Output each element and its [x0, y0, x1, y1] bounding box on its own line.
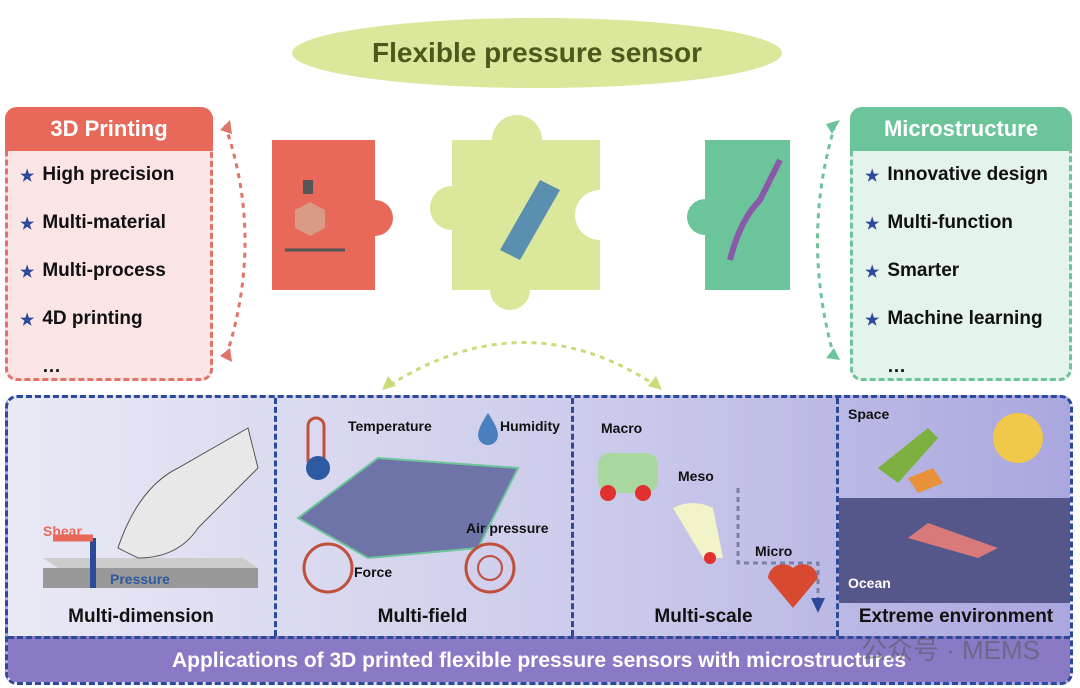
list-item: ★High precision [20, 164, 175, 185]
pressure-label: Pressure [110, 571, 170, 587]
list-item: ★Multi-process [20, 260, 166, 281]
caption-multi-field: Multi-field [377, 606, 468, 627]
humidity-label: Humidity [500, 418, 560, 434]
air-pressure-label: Air pressure [466, 520, 549, 536]
list-more: … [887, 356, 906, 377]
list-item: ★Innovative design [865, 164, 1048, 185]
dashed-arrow-left [223, 124, 247, 361]
list-item: ★Multi-material [20, 212, 166, 233]
ocean-label: Ocean [848, 575, 891, 591]
puzzle-piece-microstructure [687, 140, 790, 290]
title-text: Flexible pressure sensor [372, 37, 702, 68]
microstructure-header: Microstructure [850, 107, 1072, 151]
star-icon: ★ [20, 312, 35, 329]
caption-multi-dimension: Multi-dimension [68, 606, 214, 627]
list-item: ★Machine learning [865, 308, 1043, 329]
multi-scale-illustration [598, 453, 825, 613]
multi-field-illustration [296, 413, 520, 594]
finger-pressing-illustration [43, 427, 259, 588]
applications-illustrations [43, 413, 1070, 613]
list-item: ★Smarter [865, 260, 960, 281]
microstructure-box: Microstructure ★Innovative design ★Multi… [850, 107, 1072, 381]
dashed-arrow-right [816, 124, 837, 361]
puzzle-piece-sensor [430, 115, 600, 310]
star-icon: ★ [20, 264, 35, 281]
micro-label: Micro [755, 543, 793, 559]
watermark: 公众号 · MEMS [860, 635, 1040, 665]
star-icon: ★ [865, 216, 880, 233]
temperature-label: Temperature [348, 418, 432, 434]
list-item: ★4D printing [20, 308, 143, 329]
star-icon: ★ [865, 312, 880, 329]
list-item: ★Multi-function [865, 212, 1013, 233]
puzzle-illustration [220, 115, 840, 390]
dashed-arrow-bottom [389, 341, 656, 387]
star-icon: ★ [865, 264, 880, 281]
extreme-environment-illustration [839, 413, 1070, 603]
space-label: Space [848, 406, 890, 422]
star-icon: ★ [20, 168, 35, 185]
3d-printing-box: 3D Printing ★High precision ★Multi-mater… [5, 107, 213, 381]
star-icon: ★ [20, 216, 35, 233]
force-label: Force [354, 564, 393, 580]
shear-label: Shear [43, 523, 82, 539]
title-ellipse: Flexible pressure sensor [292, 18, 782, 88]
list-more: … [42, 356, 61, 377]
applications-panel: Shear Pressure Temperature Humidity Air … [5, 395, 1073, 685]
caption-multi-scale: Multi-scale [654, 606, 753, 627]
macro-label: Macro [601, 420, 643, 436]
meso-label: Meso [678, 468, 714, 484]
puzzle-piece-3d-printing [272, 140, 393, 290]
caption-extreme-environment: Extreme environment [858, 606, 1054, 627]
star-icon: ★ [865, 168, 880, 185]
3d-printing-header: 3D Printing [5, 107, 213, 151]
footer-banner: Applications of 3D printed flexible pres… [8, 636, 1070, 682]
